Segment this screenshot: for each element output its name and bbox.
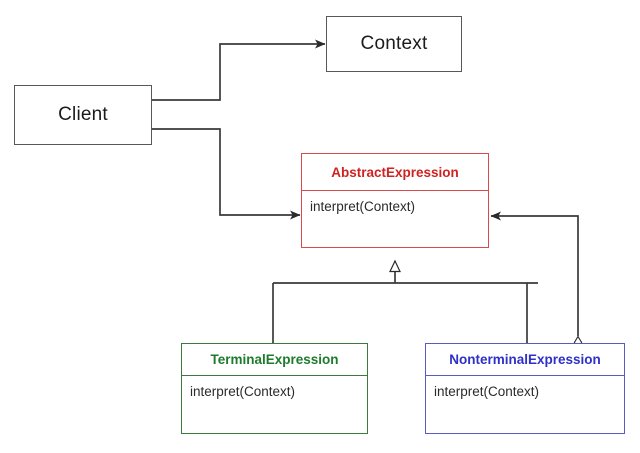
node-nonterminal-expression-members: interpret(Context)	[426, 376, 624, 433]
node-client-label: Client	[58, 104, 108, 125]
node-nonterminal-expression-title: NonterminalExpression	[426, 344, 624, 376]
node-context[interactable]: Context	[326, 16, 462, 72]
node-client[interactable]: Client	[14, 85, 152, 145]
node-abstract-expression[interactable]: AbstractExpression interpret(Context)	[301, 153, 489, 248]
member-row: interpret(Context)	[434, 384, 540, 399]
node-abstract-expression-title: AbstractExpression	[302, 154, 488, 191]
node-abstract-expression-members: interpret(Context)	[302, 191, 488, 247]
connector-nonterminal-expression-aggregation	[490, 211, 583, 350]
member-row: interpret(Context)	[190, 384, 296, 399]
node-nonterminal-expression[interactable]: NonterminalExpression interpret(Context)	[425, 343, 625, 434]
node-terminal-expression-title: TerminalExpression	[182, 344, 367, 376]
connector-client-to-abstract-expression	[152, 128, 301, 220]
node-terminal-expression-members: interpret(Context)	[182, 376, 367, 433]
member-row: interpret(Context)	[310, 199, 416, 214]
connector-client-to-context	[152, 39, 326, 101]
node-context-label: Context	[360, 33, 428, 54]
node-terminal-expression[interactable]: TerminalExpression interpret(Context)	[181, 343, 368, 434]
